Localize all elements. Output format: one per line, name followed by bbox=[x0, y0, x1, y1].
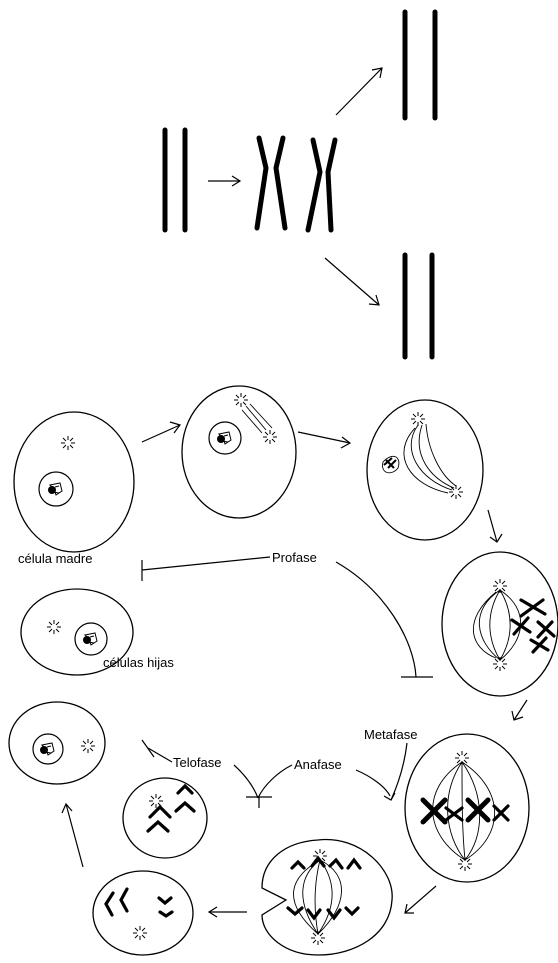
arrow-up-to-daughters bbox=[336, 68, 382, 115]
label-anaphase: Anafase bbox=[294, 757, 342, 772]
arrow-7-8 bbox=[62, 804, 83, 867]
label-metaphase: Metafase bbox=[364, 727, 417, 742]
cell-late-prophase bbox=[367, 400, 483, 540]
cell-late-telophase bbox=[123, 778, 207, 858]
cell-anaphase bbox=[262, 840, 392, 955]
duplicated-chromosome-2 bbox=[308, 140, 335, 230]
arrow-6-7 bbox=[209, 907, 247, 917]
label-prophase: Profase bbox=[272, 550, 317, 565]
label-daughter-cells: células hijas bbox=[103, 655, 174, 670]
arrow-4-5 bbox=[512, 700, 527, 720]
prophase-connector bbox=[142, 557, 433, 677]
cell-early-prophase bbox=[182, 386, 296, 518]
cell-metaphase bbox=[405, 734, 529, 882]
label-mother-cell: célula madre bbox=[18, 551, 92, 566]
arrow-3-4 bbox=[488, 510, 502, 542]
arrow-to-duplicated bbox=[208, 176, 240, 186]
arrow-1-2 bbox=[142, 422, 180, 442]
chromosome-duplication-diagram bbox=[165, 12, 435, 357]
daughter-cell bbox=[9, 702, 105, 784]
label-telophase: Telofase bbox=[173, 755, 221, 770]
arrow-5-6 bbox=[405, 886, 436, 913]
daughter-chromosomes-top bbox=[405, 12, 435, 118]
single-chromatid-pair-left bbox=[165, 130, 185, 230]
arrow-down-to-daughters bbox=[325, 258, 379, 305]
cell-prometaphase bbox=[442, 552, 558, 696]
daughter-chromosomes-bottom bbox=[405, 255, 432, 357]
arrow-2-3 bbox=[298, 432, 350, 448]
cell-early-telophase bbox=[93, 871, 193, 955]
mother-cell bbox=[14, 412, 134, 552]
duplicated-chromosome-1 bbox=[257, 138, 285, 228]
